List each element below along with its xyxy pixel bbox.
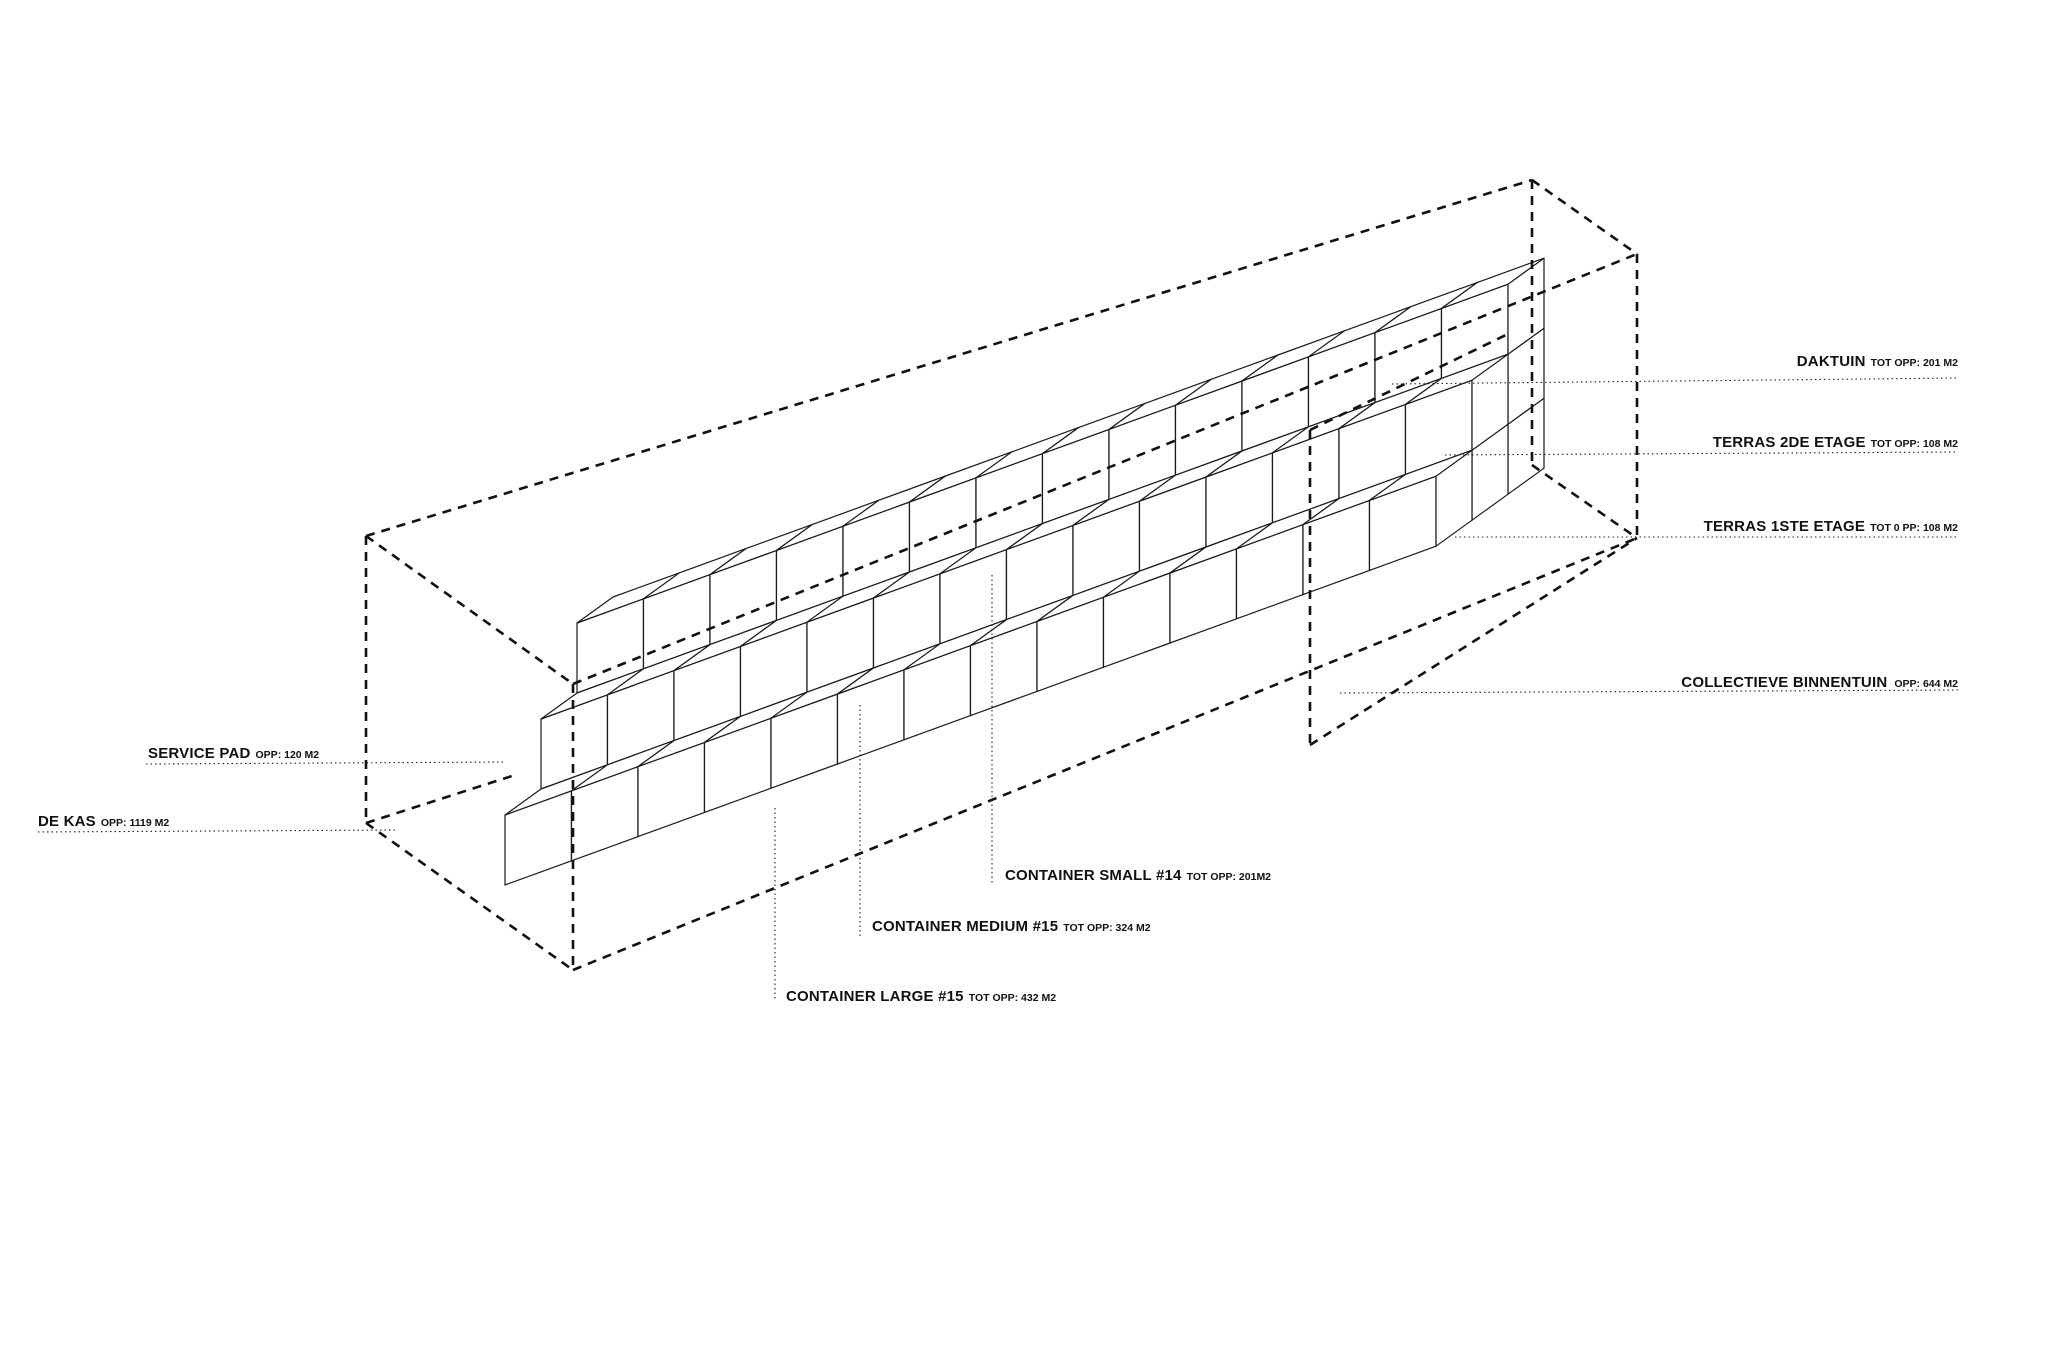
label-kas: DE KAS OPP: 1119 M2 xyxy=(38,813,169,830)
label-terras1: TERRAS 1STE ETAGE TOT 0 PP: 108 M2 xyxy=(1704,518,1959,535)
greenhouse-envelope xyxy=(364,178,1639,972)
container-stack xyxy=(504,257,1545,886)
label-detail: TOT OPP: 432 M2 xyxy=(969,992,1056,1004)
envelope-edge xyxy=(1531,463,1638,540)
label-binnentuin: COLLECTIEVE BINNENTUIN OPP: 644 M2 xyxy=(1681,674,1958,691)
envelope-edge xyxy=(365,821,574,972)
label-detail: TOT OPP: 108 M2 xyxy=(1871,438,1958,450)
label-medium: CONTAINER MEDIUM #15 TOT OPP: 324 M2 xyxy=(872,918,1151,935)
label-service: SERVICE PAD OPP: 120 M2 xyxy=(148,745,319,762)
label-detail: TOT OPP: 201 M2 xyxy=(1871,357,1958,369)
label-detail: OPP: 644 M2 xyxy=(1894,678,1958,690)
container-box xyxy=(1404,353,1509,475)
envelope-edge xyxy=(365,534,574,686)
container-box xyxy=(1440,257,1545,379)
envelope-edge xyxy=(365,178,1533,538)
label-daktuin: DAKTUIN TOT OPP: 201 M2 xyxy=(1797,353,1958,370)
label-title: DE KAS xyxy=(38,813,96,830)
courtyard-edge xyxy=(1309,331,1511,432)
container-face xyxy=(1404,353,1509,405)
label-detail: TOT OPP: 324 M2 xyxy=(1063,922,1150,934)
container-face xyxy=(1440,257,1545,309)
label-detail: OPP: 120 M2 xyxy=(256,749,320,761)
label-title: TERRAS 1STE ETAGE xyxy=(1704,518,1865,535)
label-large: CONTAINER LARGE #15 TOT OPP: 432 M2 xyxy=(786,988,1056,1005)
label-title: DAKTUIN xyxy=(1797,353,1866,370)
container-box xyxy=(1368,449,1473,572)
leader-service xyxy=(145,761,507,765)
label-small: CONTAINER SMALL #14 TOT OPP: 201M2 xyxy=(1005,867,1271,884)
container-face xyxy=(1368,449,1473,501)
label-detail: TOT 0 PP: 108 M2 xyxy=(1870,522,1958,534)
leader-lines xyxy=(37,377,1959,1000)
label-title: CONTAINER LARGE #15 xyxy=(786,988,964,1005)
label-title: COLLECTIEVE BINNENTUIN xyxy=(1681,674,1887,691)
label-title: TERRAS 2DE ETAGE xyxy=(1713,434,1866,451)
label-title: CONTAINER MEDIUM #15 xyxy=(872,918,1058,935)
label-title: CONTAINER SMALL #14 xyxy=(1005,867,1182,884)
container-face xyxy=(504,790,573,886)
label-terras2: TERRAS 2DE ETAGE TOT OPP: 108 M2 xyxy=(1713,434,1958,451)
envelope-edge xyxy=(365,773,516,825)
leader-terras2 xyxy=(1444,451,1959,456)
courtyard-edge xyxy=(1309,536,1638,747)
envelope-edge xyxy=(1531,178,1638,256)
label-detail: TOT OPP: 201M2 xyxy=(1187,871,1272,883)
label-detail: OPP: 1119 M2 xyxy=(101,817,169,829)
leader-kas xyxy=(37,829,396,833)
label-title: SERVICE PAD xyxy=(148,745,251,762)
